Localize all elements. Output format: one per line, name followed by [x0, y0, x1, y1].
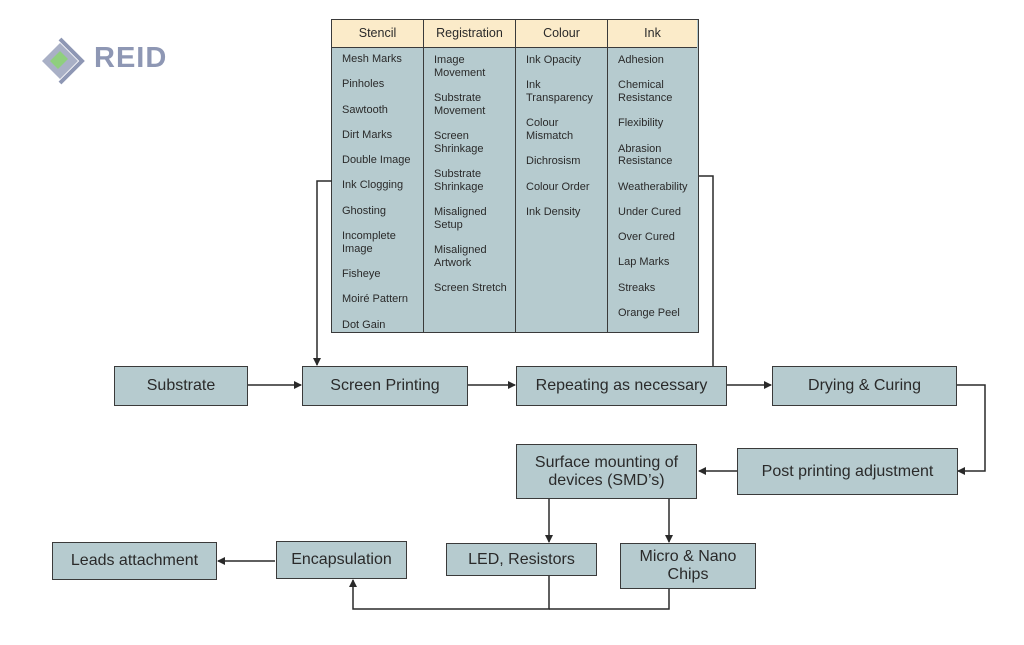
table-item: Substrate Shrinkage — [434, 168, 484, 193]
column-header: Registration — [424, 20, 515, 48]
table-item: Misaligned Artwork — [434, 244, 487, 269]
table-item: Screen Shrinkage — [434, 130, 484, 155]
column-header: Stencil — [332, 20, 423, 48]
arrow-components-to-encapsulation — [349, 576, 550, 610]
table-item: Chemical Resistance — [618, 79, 673, 104]
step-encapsulation: Encapsulation — [276, 541, 407, 579]
table-item: Over Cured — [618, 231, 675, 244]
table-item: Sawtooth — [342, 103, 388, 116]
step-drying-curing: Drying & Curing — [772, 366, 957, 406]
step-substrate: Substrate — [114, 366, 248, 406]
table-item: Ink Transparency — [526, 79, 593, 104]
table-item: Weatherability — [618, 180, 688, 193]
arrow-table-to-screen-printing — [313, 180, 332, 366]
table-item: Pinholes — [342, 78, 385, 91]
step-post-printing: Post printing adjustment — [737, 448, 958, 495]
table-item: Screen Stretch — [434, 282, 507, 294]
table-item: Moiré Pattern — [342, 293, 409, 306]
table-item: Ink Clogging — [342, 179, 404, 192]
table-item: Ghosting — [342, 204, 387, 217]
line-table-to-repeating — [699, 175, 714, 366]
table-item: Adhesion — [618, 54, 664, 66]
step-micro-nano-chips: Micro & Nano Chips — [620, 543, 756, 589]
table-item: Dichrosism — [526, 155, 581, 168]
table-item: Fisheye — [342, 268, 381, 281]
reid-logo: REID — [38, 36, 188, 86]
table-item: Abrasion Resistance — [618, 142, 673, 168]
table-item: Incomplete Image — [342, 230, 396, 255]
table-item: Mesh Marks — [342, 53, 402, 65]
table-item: Misaligned Setup — [434, 206, 487, 231]
step-leads-attachment: Leads attachment — [52, 542, 217, 580]
table-item: Colour Order — [526, 180, 590, 193]
table-item: Flexibility — [618, 117, 664, 130]
logo-text: REID — [94, 42, 168, 74]
table-item: Colour Mismatch — [526, 117, 574, 142]
table-item: Lap Marks — [618, 256, 670, 269]
diamond-logo-icon — [42, 37, 85, 85]
table-item: Orange Peel — [618, 307, 680, 320]
step-smd: Surface mounting of devices (SMD’s) — [516, 444, 697, 499]
table-item: Dirt Marks — [342, 128, 393, 141]
step-screen-printing: Screen Printing — [302, 366, 468, 406]
step-repeating: Repeating as necessary — [516, 366, 727, 406]
column-header: Ink — [608, 20, 697, 48]
table-item: Ink Density — [526, 205, 581, 218]
table-item: Dot Gain — [342, 318, 386, 331]
table-item: Streaks — [618, 281, 656, 294]
table-item: Double Image — [342, 154, 411, 167]
table-item: Substrate Movement — [434, 92, 486, 117]
column-header: Colour — [516, 20, 607, 48]
arrow-drying-to-post — [956, 384, 986, 475]
table-item: Ink Opacity — [526, 54, 582, 66]
step-led-resistors: LED, Resistors — [446, 543, 597, 576]
table-item: Image Movement — [434, 54, 486, 79]
table-item: Under Cured — [618, 205, 681, 218]
line-chips-to-merge — [549, 588, 670, 610]
